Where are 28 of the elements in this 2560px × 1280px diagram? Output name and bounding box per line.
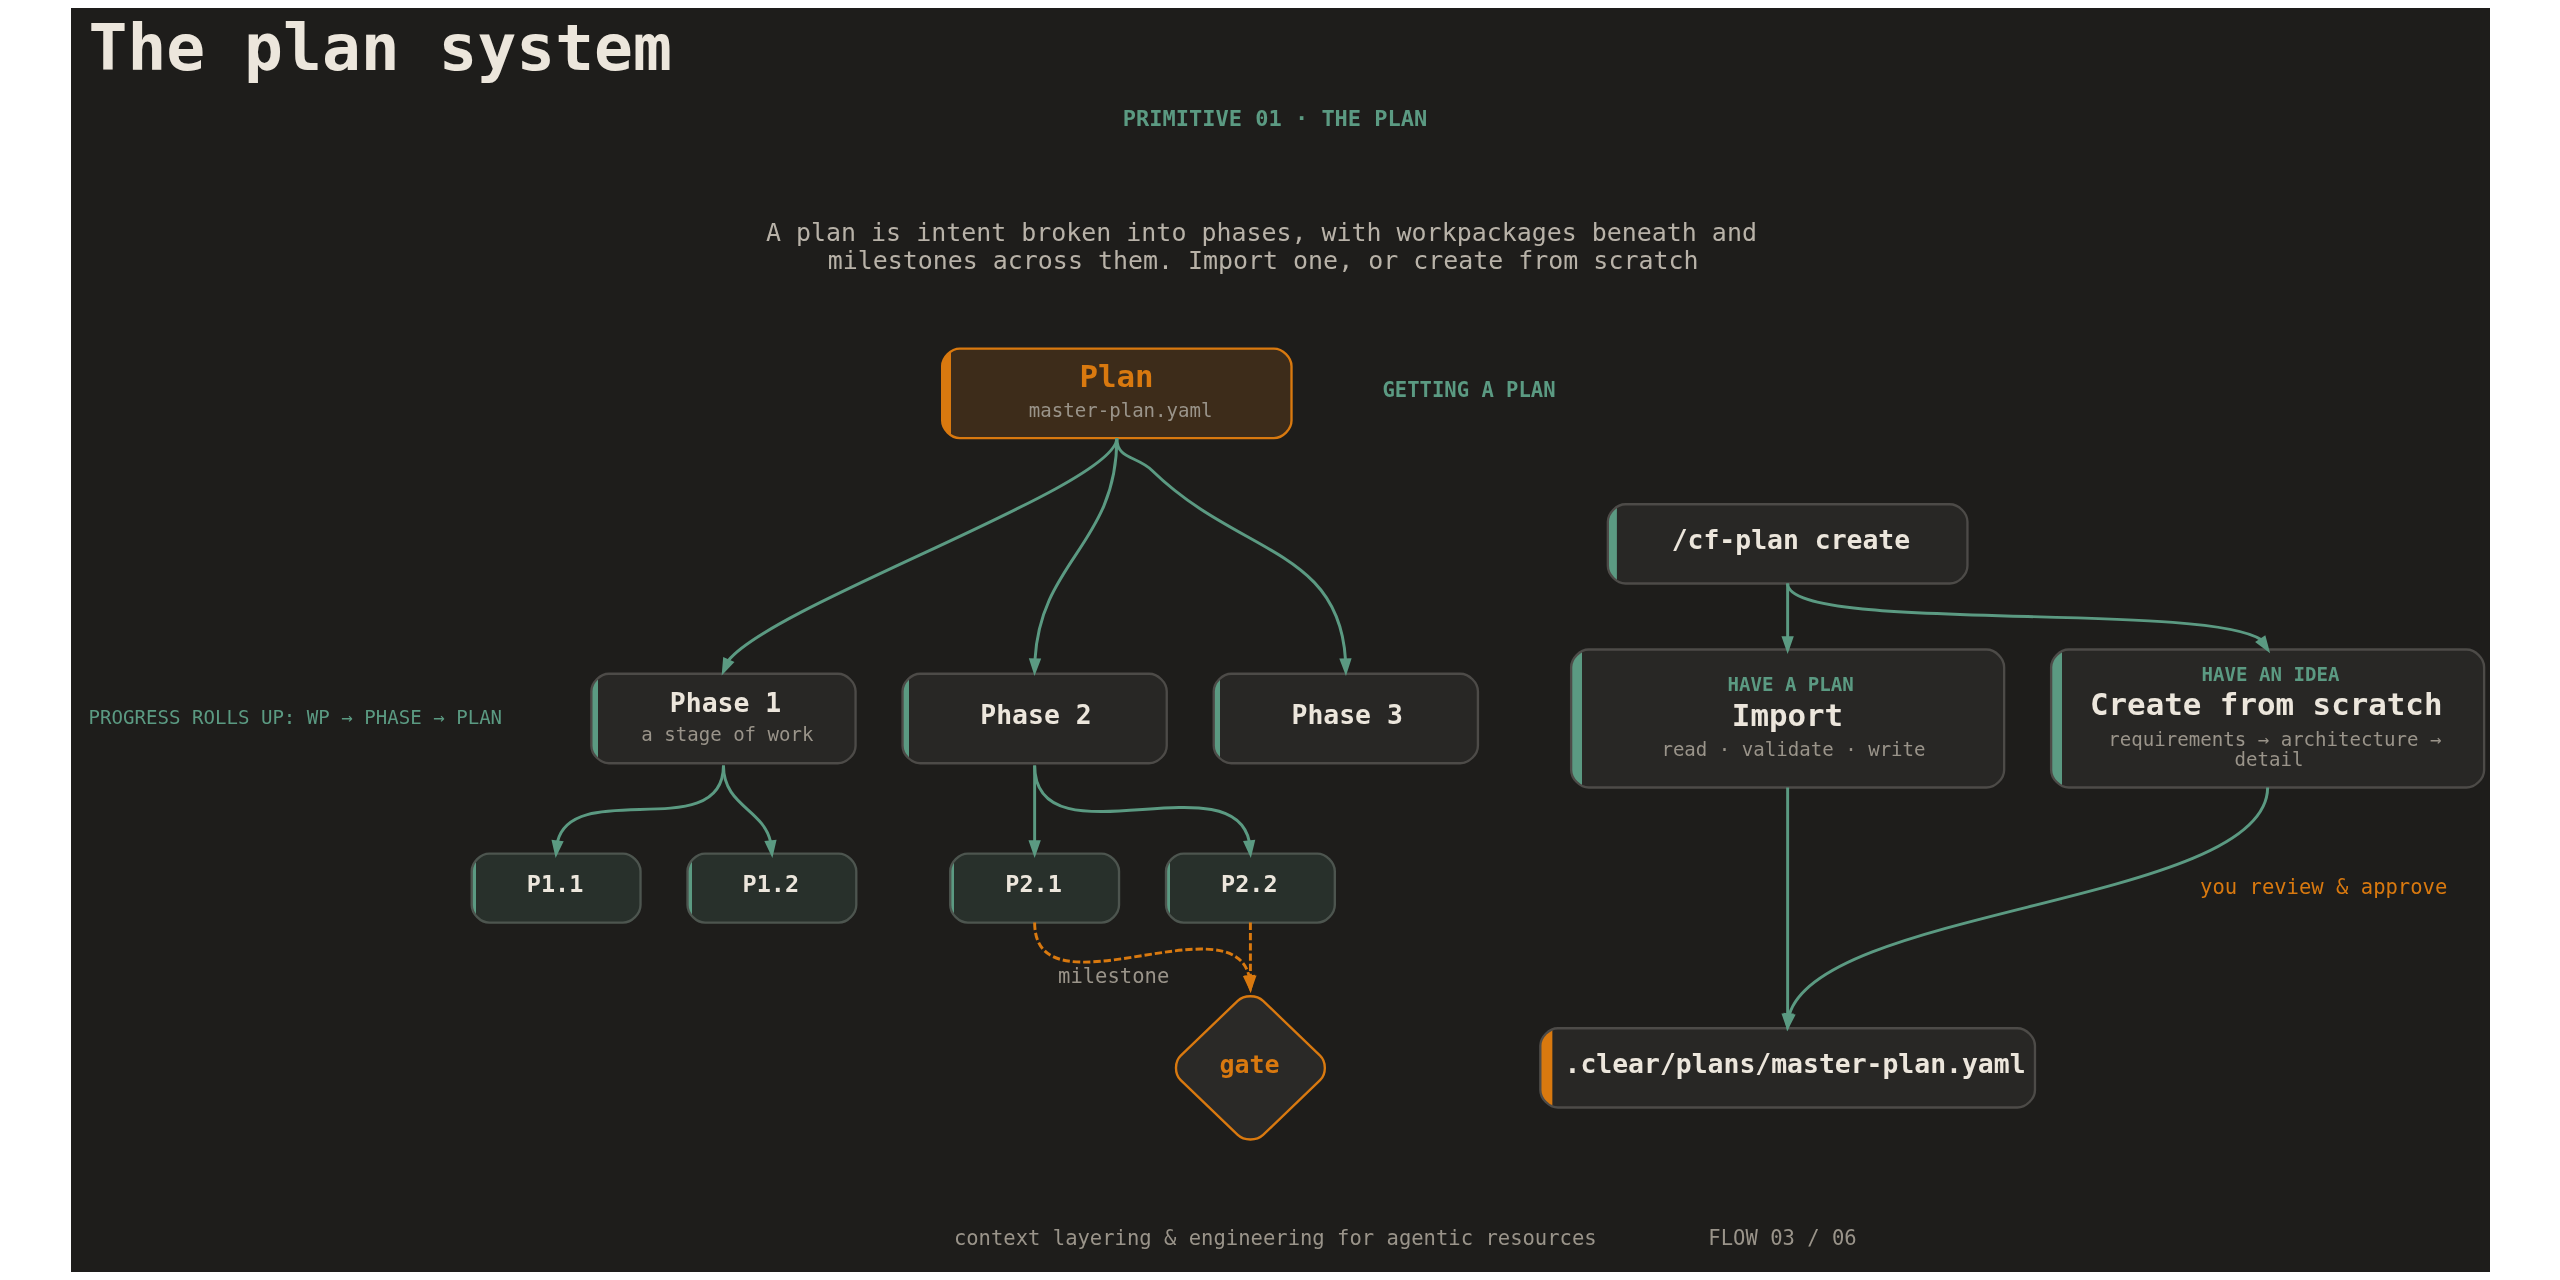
node-box: Phase 2 — [900, 672, 1168, 765]
node-box: Phase 3 — [1212, 672, 1479, 765]
node-box: P2.1 — [948, 852, 1120, 924]
arrow — [1032, 765, 1255, 858]
node-box: P2.2 — [1164, 852, 1336, 924]
node-box: /cf-plan create — [1606, 503, 1969, 585]
edge-label: you review & approve — [2199, 874, 2447, 899]
node-box: P1.2 — [685, 852, 857, 924]
node-box: Phase 1 a stage of work — [589, 672, 857, 765]
arrow — [1114, 438, 1352, 676]
arrow — [1780, 583, 1794, 654]
diagram-title: The plan system — [88, 10, 672, 86]
arrow — [1785, 582, 2270, 654]
node-box: Plan master-plan.yaml — [940, 347, 1293, 440]
label: PRIMITIVE 01 · THE PLAN — [1122, 106, 1427, 132]
arrow — [721, 437, 1118, 676]
node-box: .clear/plans/master-plan.yaml — [1538, 1027, 2036, 1109]
node-box: HAVE A PLAN Import read · validate · write — [1569, 648, 2005, 789]
label: FLOW 03 / 06 — [1707, 1226, 1857, 1251]
label: GETTING A PLAN — [1382, 378, 1556, 403]
arrow — [721, 765, 777, 858]
node-box: HAVE AN IDEA Create from scratch requirements → architecture → detail — [2049, 648, 2485, 789]
node-label: milestone — [1057, 964, 1169, 989]
arrow — [1028, 438, 1118, 676]
label: A plan is intent broken into phases, with workpackages beneath and milestones across them. Import one, or create from scratch — [765, 217, 1757, 275]
label: PROGRESS ROLLS UP: WP → PHASE → PLAN — [88, 705, 502, 728]
node-box: P1.1 — [470, 852, 642, 924]
label: context layering & engineering for agentic resources — [953, 1226, 1597, 1251]
